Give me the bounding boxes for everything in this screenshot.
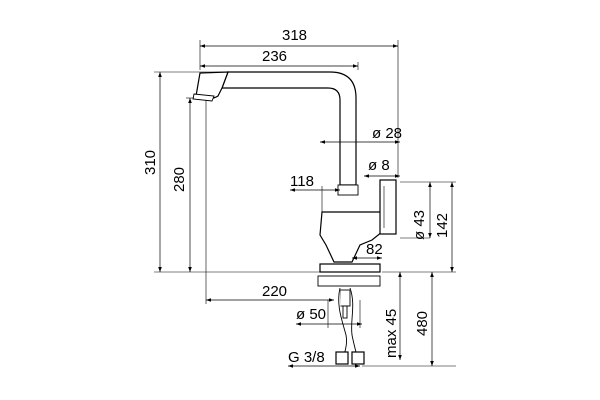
label-118: 118 (290, 173, 314, 190)
threaded-stud (339, 289, 351, 307)
dimension-arrowhead (395, 174, 400, 178)
dimension-arrowhead (430, 361, 434, 366)
dimension-arrowhead (352, 256, 357, 260)
dimension-labels: 318 236 310 280 ø 28 ø 8 118 ø 43 142 82… (142, 27, 451, 366)
dimension-arrowhead (200, 44, 205, 48)
dimension-arrowhead (320, 140, 325, 144)
dimension-arrowhead (398, 272, 402, 277)
dimension-arrowhead (206, 298, 211, 302)
label-diameter-28: ø 28 (372, 125, 402, 142)
dimension-arrowhead (428, 182, 432, 187)
dimension-arrowhead (430, 272, 434, 277)
dimension-arrowhead (158, 267, 162, 272)
spout-pipe (221, 71, 357, 186)
dimension-arrowhead (188, 267, 192, 272)
dimension-arrowhead (290, 188, 295, 192)
dimension-arrowhead (200, 64, 205, 68)
hose-fitting-right (351, 351, 365, 365)
dimension-arrowhead (353, 64, 358, 68)
dimension-arrowhead (428, 233, 432, 238)
label-diameter-8: ø 8 (368, 157, 390, 174)
label-max-45: max 45 (383, 309, 400, 358)
label-280: 280 (171, 167, 188, 192)
label-diameter-50: ø 50 (296, 306, 326, 323)
spout-collar (337, 184, 359, 196)
hose-fitting-left (335, 351, 349, 365)
dimension-arrowhead (355, 364, 360, 368)
label-142: 142 (434, 213, 451, 238)
label-480: 480 (414, 311, 431, 336)
dimension-arrowhead (393, 44, 398, 48)
mounting-plate (317, 275, 381, 287)
extension-lines (154, 40, 456, 367)
dimension-arrowhead (335, 188, 340, 192)
dimension-arrowhead (288, 364, 293, 368)
dimension-arrowhead (158, 72, 162, 77)
mixer-lever (379, 179, 397, 235)
base-ring (319, 263, 381, 273)
dimension-arrowhead (188, 98, 192, 103)
faucet-outline (192, 71, 397, 365)
dimension-arrowhead (450, 182, 454, 187)
dimension-arrowhead (329, 298, 334, 302)
dimension-arrowhead (296, 322, 301, 326)
label-318: 318 (282, 27, 307, 44)
dimension-arrowhead (357, 322, 362, 326)
dimension-arrowhead (364, 174, 369, 178)
spout-aerator (192, 93, 215, 102)
dimension-arrowhead (398, 355, 402, 360)
label-diameter-43: ø 43 (411, 210, 428, 240)
dimension-lines (159, 45, 453, 367)
dimension-arrowhead (395, 140, 400, 144)
dimension-arrowhead (377, 256, 382, 260)
label-236: 236 (262, 48, 287, 65)
label-82: 82 (366, 241, 383, 258)
label-310: 310 (142, 150, 159, 175)
threaded-stud-2 (342, 305, 348, 319)
dimension-arrowhead (450, 267, 454, 272)
label-220: 220 (262, 283, 287, 300)
label-g-3-8: G 3/8 (288, 349, 325, 366)
